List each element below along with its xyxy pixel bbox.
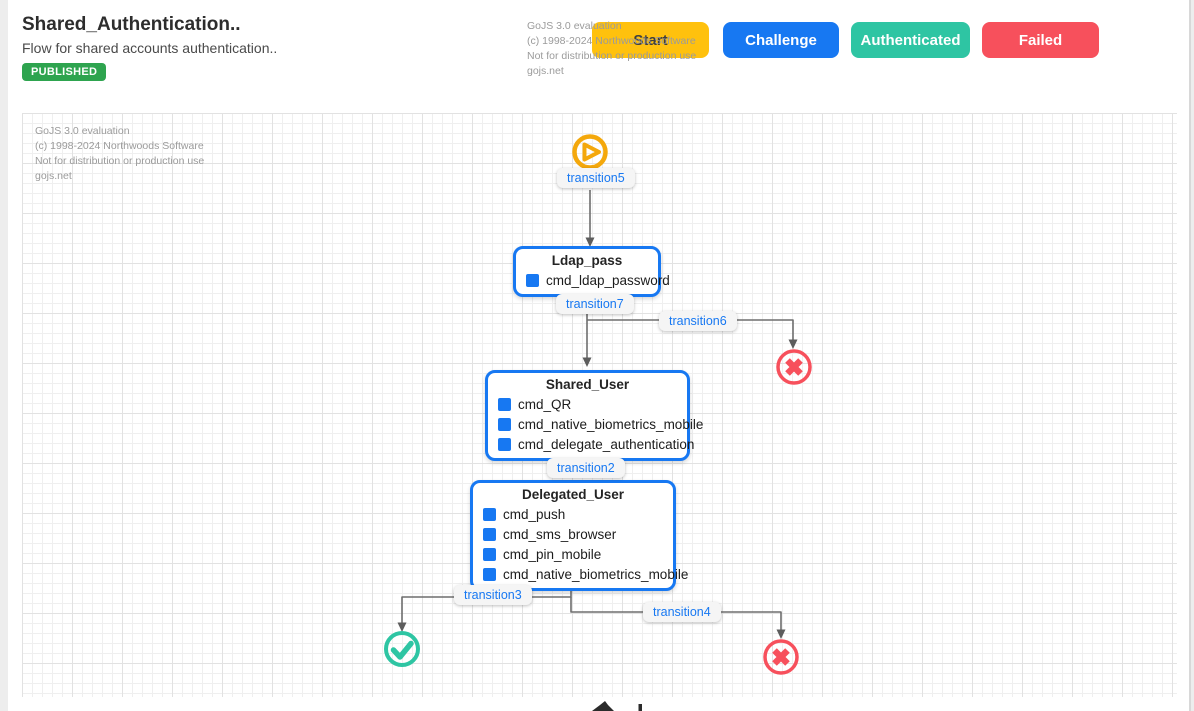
command-item[interactable]: cmd_delegate_authentication: [498, 434, 694, 454]
command-label: cmd_delegate_authentication: [518, 436, 695, 452]
command-label: cmd_native_biometrics_mobile: [518, 416, 704, 432]
state-node-delegated-user[interactable]: Delegated_User cmd_push cmd_sms_browser …: [470, 480, 688, 591]
authenticated-button[interactable]: Authenticated: [851, 22, 970, 58]
command-label: cmd_sms_browser: [503, 526, 617, 542]
failed-button[interactable]: Failed: [982, 22, 1099, 58]
transition-label-transition7[interactable]: transition7: [556, 294, 634, 314]
command-square-icon: [498, 417, 511, 431]
command-square-icon: [498, 437, 511, 451]
node-title: Shared_User: [545, 377, 630, 392]
command-square-icon: [498, 397, 511, 411]
scrollbar[interactable]: [1189, 0, 1191, 711]
command-item[interactable]: cmd_ldap_password: [526, 270, 670, 290]
command-item[interactable]: cmd_sms_browser: [483, 524, 663, 544]
command-square-icon: [483, 547, 496, 561]
command-label: cmd_QR: [518, 396, 572, 412]
command-square-icon: [526, 273, 539, 287]
command-item[interactable]: cmd_native_biometrics_mobile: [483, 564, 688, 584]
command-label: cmd_push: [503, 506, 566, 522]
command-label: cmd_native_biometrics_mobile: [503, 566, 689, 582]
command-label: cmd_ldap_password: [546, 272, 670, 288]
command-label: cmd_pin_mobile: [503, 546, 602, 562]
command-square-icon: [483, 567, 496, 581]
command-item[interactable]: cmd_native_biometrics_mobile: [498, 414, 703, 434]
watermark-line: gojs.net: [527, 65, 564, 77]
command-item[interactable]: cmd_push: [483, 504, 663, 524]
transition-label-transition5[interactable]: transition5: [557, 168, 635, 188]
transition-label-transition4[interactable]: transition4: [643, 602, 721, 622]
start-button[interactable]: Start: [592, 22, 709, 58]
transition-label-transition2[interactable]: transition2: [547, 458, 625, 478]
page-title: Shared_Authentication..: [22, 14, 241, 35]
state-node-ldap-pass[interactable]: Ldap_pass cmd_ldap_password: [513, 246, 670, 297]
header: Shared_Authentication.. Flow for shared …: [8, 0, 1189, 100]
state-node-shared-user[interactable]: Shared_User cmd_QR cmd_native_biometrics…: [485, 370, 703, 461]
command-item[interactable]: cmd_QR: [498, 394, 677, 414]
command-square-icon: [483, 507, 496, 521]
challenge-button[interactable]: Challenge: [723, 22, 839, 58]
node-title: Ldap_pass: [551, 253, 623, 268]
node-title: Delegated_User: [521, 487, 625, 502]
status-badge: PUBLISHED: [22, 63, 107, 81]
transition-label-transition6[interactable]: transition6: [659, 311, 737, 331]
transition-label-transition3[interactable]: transition3: [454, 585, 532, 605]
command-item[interactable]: cmd_pin_mobile: [483, 544, 663, 564]
page-subtitle: Flow for shared accounts authentication.…: [22, 40, 278, 56]
command-square-icon: [483, 527, 496, 541]
